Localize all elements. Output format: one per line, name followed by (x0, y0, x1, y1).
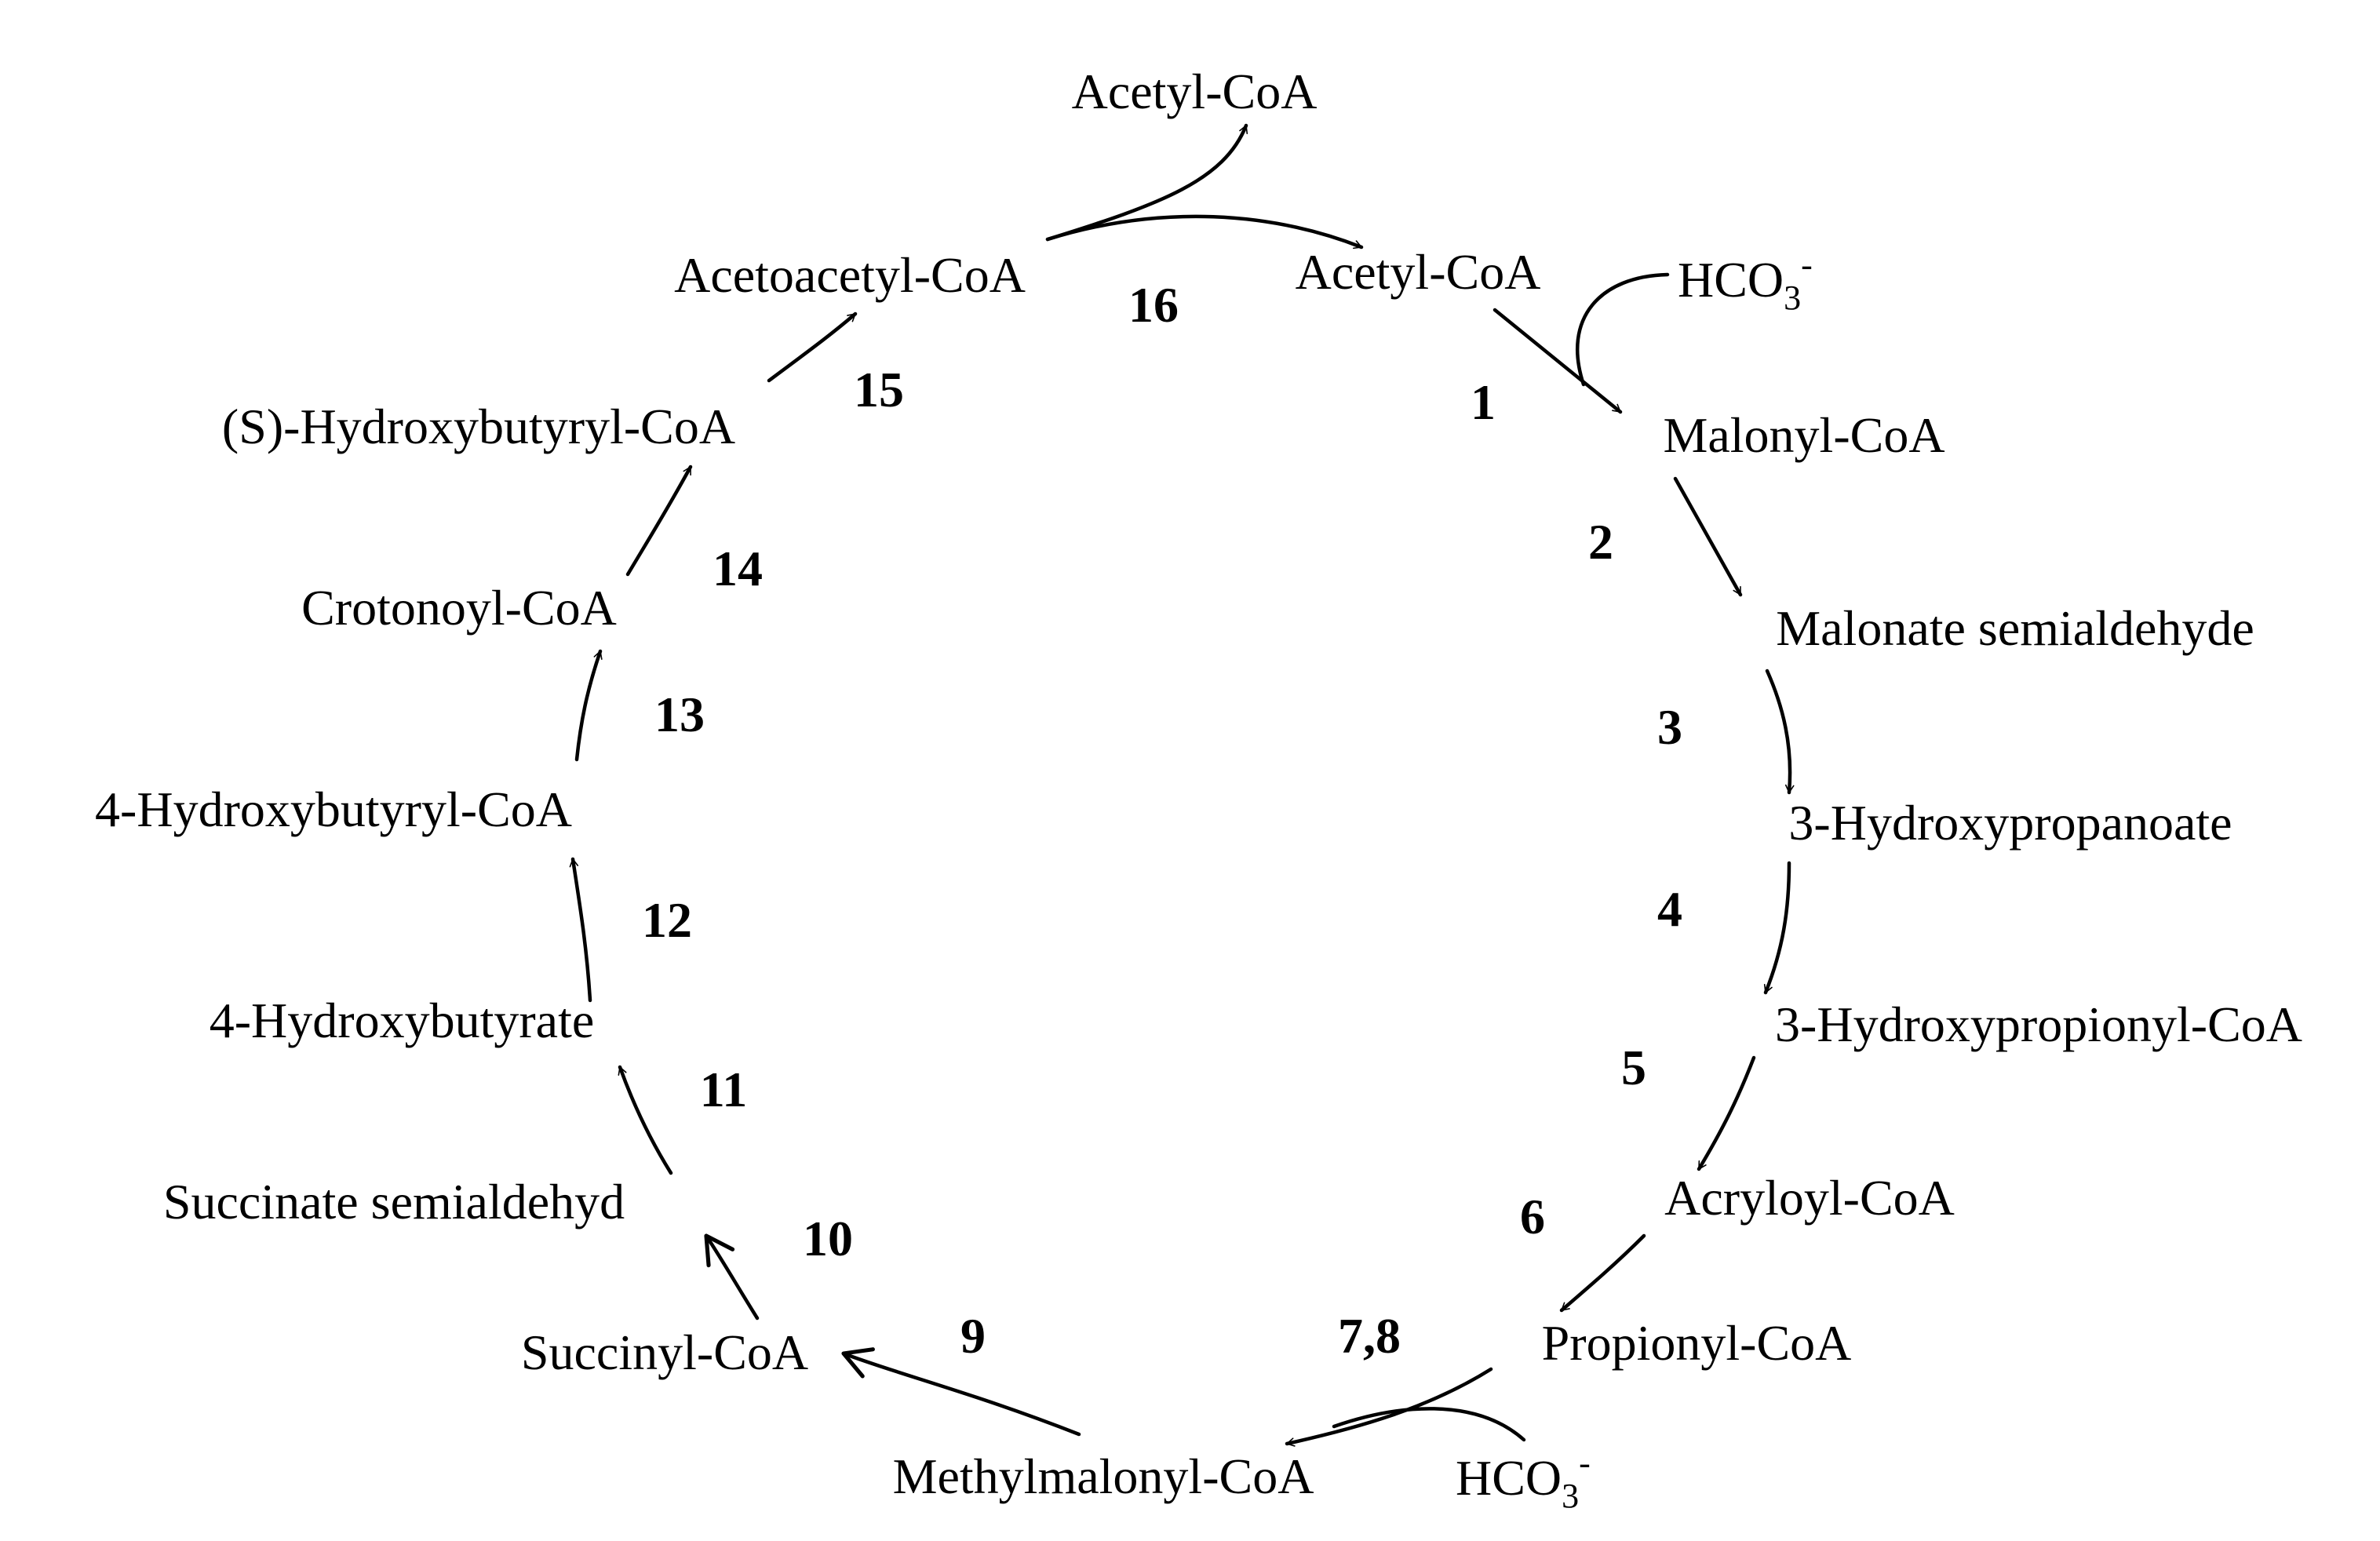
bicarbonate-subscript: 3 (1562, 1477, 1579, 1515)
compound-succinate-semialdehyd: Succinate semialdehyd (163, 1174, 625, 1230)
arrow-step-16-to-acetyl-coa-output (1045, 123, 1248, 242)
compound-crotonoyl-coa: Crotonoyl-CoA (301, 580, 617, 636)
step-number-5: 5 (1621, 1040, 1646, 1095)
arrow-step-15 (767, 311, 858, 383)
step-number-14: 14 (713, 541, 763, 596)
bicarbonate-base: HCO (1456, 1450, 1562, 1506)
arrow-step-2 (1673, 476, 1743, 597)
compound-acetyl-coa: Acetyl-CoA (1296, 244, 1541, 300)
step-number-11: 11 (700, 1062, 747, 1117)
arrow-step-4 (1763, 861, 1791, 995)
arrow-step-16-to-acetyl-coa (1045, 214, 1364, 250)
bicarbonate-base: HCO (1678, 252, 1784, 308)
step-number-3: 3 (1657, 699, 1682, 755)
arrow-step-5 (1697, 1055, 1756, 1171)
step-number-9: 9 (960, 1308, 986, 1364)
step-number-1: 1 (1471, 374, 1496, 430)
compound-3-hydroxypropionyl-coa: 3-Hydroxypropionyl-CoA (1775, 996, 2302, 1052)
compound-s-hydroxybutyryl-coa: (S)-Hydroxybutyryl-CoA (222, 399, 735, 454)
bicarbonate-label-bottom: HCO3- (1456, 1444, 1591, 1515)
bicarbonate-superscript: - (1801, 246, 1813, 284)
reaction-arrows (569, 123, 1795, 1447)
bicarbonate-subscript: 3 (1784, 279, 1801, 317)
step-number-12: 12 (642, 892, 692, 948)
compound-malonate-semialdehyde: Malonate semialdehyde (1776, 600, 2254, 656)
arrow-step-3 (1765, 668, 1795, 795)
step-number-16: 16 (1128, 277, 1179, 333)
compound-acetyl-coa-output: Acetyl-CoA (1072, 64, 1318, 119)
compound-malonyl-coa: Malonyl-CoA (1663, 407, 1944, 463)
compound-acryloyl-coa: Acryloyl-CoA (1664, 1170, 1955, 1226)
arrow-step-13 (574, 649, 603, 762)
arrow-step-6 (1559, 1233, 1646, 1313)
step-number-15: 15 (854, 362, 904, 417)
bicarbonate-superscript: - (1579, 1444, 1591, 1482)
arrow-step-14 (625, 464, 693, 577)
compound-4-hydroxybutyryl-coa: 4-Hydroxybutyryl-CoA (95, 781, 572, 837)
compound-4-hydroxybutyrate: 4-Hydroxybutyrate (210, 993, 595, 1048)
arrow-bicarbonate-top-input (1575, 272, 1670, 387)
arrow-step-9 (841, 1347, 1081, 1437)
compound-succinyl-coa: Succinyl-CoA (521, 1324, 808, 1380)
compound-propionyl-coa: Propionyl-CoA (1542, 1315, 1852, 1371)
arrow-step-10 (704, 1233, 760, 1321)
arrow-step-12 (569, 857, 592, 1003)
arrow-step-1 (1493, 308, 1623, 414)
arrow-step-7-8 (1285, 1367, 1493, 1447)
step-number-6: 6 (1520, 1189, 1545, 1244)
step-number-4: 4 (1657, 881, 1682, 937)
bicarbonate-label-top: HCO3- (1678, 246, 1813, 317)
step-number-13: 13 (654, 687, 705, 742)
compound-methylmalonyl-coa: Methylmalonyl-CoA (893, 1448, 1314, 1504)
compound-acetoacetyl-coa: Acetoacetyl-CoA (674, 247, 1026, 303)
step-number-7-8: 7,8 (1338, 1308, 1401, 1364)
arrow-bicarbonate-bottom-input (1332, 1407, 1526, 1442)
step-number-10: 10 (803, 1211, 853, 1266)
compound-3-hydroxypropanoate: 3-Hydroxypropanoate (1788, 795, 2232, 851)
step-number-2: 2 (1588, 514, 1613, 570)
arrow-step-11 (618, 1065, 673, 1175)
